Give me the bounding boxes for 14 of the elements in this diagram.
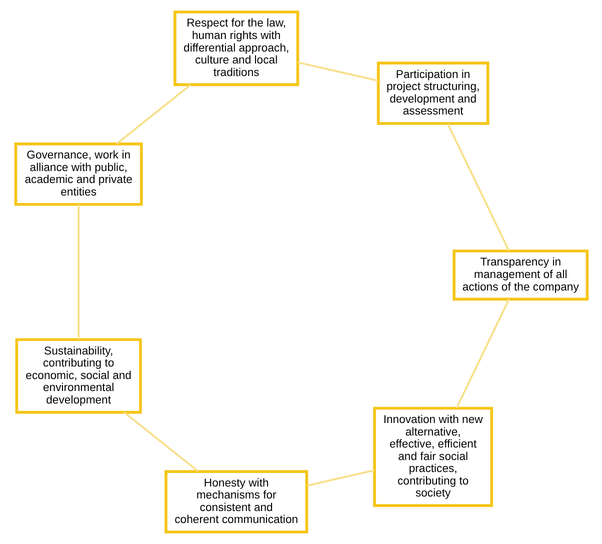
node-box: Honesty with mechanisms for consistent and coherent communication (164, 470, 308, 534)
connector (297, 61, 378, 82)
connector (446, 123, 510, 252)
node-box: Governance, work in alliance with public, academic and private entities (14, 142, 142, 206)
node-box: Participation in project structuring, development and assessment (376, 62, 489, 125)
connector (455, 298, 510, 408)
connector (77, 204, 80, 340)
connector (116, 84, 191, 144)
connector (306, 469, 374, 487)
node-box: Respect for the law, human rights with differential approach, culture and local traditions (173, 10, 299, 86)
connector (123, 412, 198, 472)
node-box: Transparency in management of all actions of the company (452, 250, 588, 301)
node-box: Sustainability, contributing to economic, social and environmental development (14, 338, 142, 414)
node-box: Innovation with new alternative, effective, efficient and fair social practices, contributing to society (372, 406, 493, 507)
